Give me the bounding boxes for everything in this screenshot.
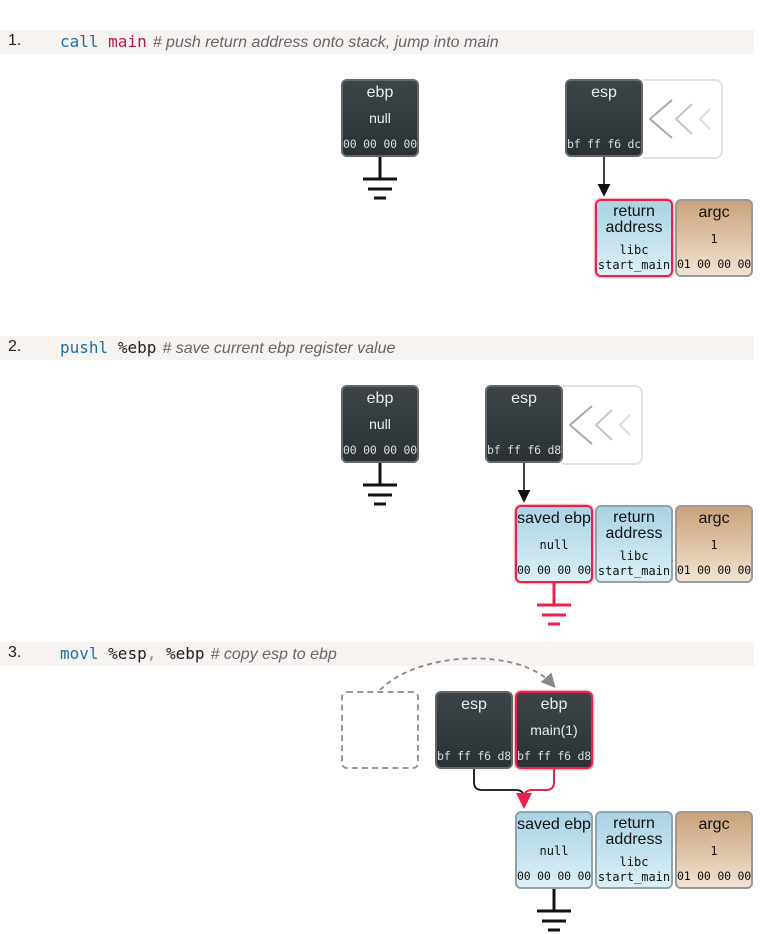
slot-value: 1 — [710, 844, 718, 858]
step-3-instruction-bar: 3. movl %esp, %ebp # copy esp to ebp — [0, 642, 754, 666]
ebp-register: ebp null 00 00 00 00 — [341, 79, 419, 157]
register-value: main(1) — [530, 722, 578, 738]
register-name: esp — [461, 696, 487, 713]
ground-icon — [363, 463, 397, 506]
esp-register: esp bf ff f6 d8 — [485, 385, 563, 463]
instruction-operand-dest: %ebp — [165, 644, 205, 663]
instruction-comment: # save current ebp register value — [162, 340, 396, 357]
register-name: esp — [591, 84, 617, 101]
register-name: ebp — [366, 390, 394, 407]
left-chevrons-icon — [648, 99, 711, 139]
esp-previous-position — [643, 79, 723, 159]
copy-arrow — [379, 657, 556, 691]
instruction-operand: %ebp — [117, 338, 157, 357]
slot-value: 1 — [710, 232, 718, 246]
register-name: esp — [511, 390, 537, 407]
slot-title: argc — [698, 816, 730, 833]
register-bytes: 00 00 00 00 — [343, 137, 417, 151]
step-number: 2. — [8, 338, 22, 355]
slot-title: saved ebp — [517, 510, 591, 527]
slot-value: null — [539, 844, 569, 858]
step-1-instruction-bar: 1. call main # push return address onto s… — [0, 30, 754, 54]
esp-pointer-arrow — [473, 769, 532, 809]
ebp-register: ebp main(1) bf ff f6 d8 — [515, 691, 593, 769]
slot-bytes: 01 00 00 00 — [677, 869, 751, 883]
slot-title: argc — [698, 204, 730, 221]
slot-value: null — [539, 538, 569, 552]
slot-title: return address — [605, 509, 663, 542]
instruction-mnemonic: movl — [60, 644, 99, 663]
slot-value: libc — [619, 549, 649, 563]
register-bytes: bf ff f6 d8 — [487, 443, 561, 457]
slot-value: libc — [619, 243, 649, 257]
esp-previous-position — [563, 385, 643, 465]
step-2-instruction-bar: 2. pushl %ebp # save current ebp register… — [0, 336, 754, 360]
slot-bytes: 00 00 00 00 — [517, 563, 591, 577]
instruction-operand: main — [108, 32, 147, 51]
step-code: call main # push return address onto stac… — [60, 32, 499, 52]
esp-register: esp bf ff f6 dc — [565, 79, 643, 157]
step-number: 1. — [8, 32, 22, 49]
slot-title: saved ebp — [517, 816, 591, 833]
ebp-register: ebp null 00 00 00 00 — [341, 385, 419, 463]
stack-slot-argc: argc 1 01 00 00 00 — [675, 199, 753, 277]
instruction-mnemonic: call — [60, 32, 99, 51]
step-number: 3. — [8, 644, 22, 661]
register-value: null — [369, 416, 391, 432]
ebp-previous-position — [341, 691, 419, 769]
stack-slot-saved-ebp: saved ebp null 00 00 00 00 — [515, 505, 593, 583]
slot-title: return address — [605, 203, 663, 236]
operand-separator: , — [146, 644, 157, 663]
instruction-comment: # push return address onto stack, jump i… — [152, 34, 499, 51]
ebp-pointer-arrow — [516, 769, 555, 809]
instruction-operand-source: %esp — [108, 644, 147, 663]
slot-value: libc — [619, 855, 649, 869]
slot-bytes: 00 00 00 00 — [517, 869, 591, 883]
register-name: ebp — [540, 696, 568, 713]
stack-slot-return-address: return address libc start_main — [595, 199, 673, 277]
stack-slot-argc: argc 1 01 00 00 00 — [675, 811, 753, 889]
slot-value-line2: start_main — [597, 258, 671, 272]
ground-icon — [537, 889, 571, 932]
stack-slot-saved-ebp: saved ebp null 00 00 00 00 — [515, 811, 593, 889]
step-code: movl %esp, %ebp # copy esp to ebp — [60, 644, 337, 664]
stack-slot-return-address: return address libc start_main — [595, 811, 673, 889]
esp-register: esp bf ff f6 d8 — [435, 691, 513, 769]
register-value: null — [369, 110, 391, 126]
ground-icon — [363, 157, 397, 200]
slot-title: return address — [605, 815, 663, 848]
left-chevrons-icon — [568, 405, 631, 445]
instruction-mnemonic: pushl — [60, 338, 109, 357]
register-bytes: bf ff f6 d8 — [517, 749, 591, 763]
step-code: pushl %ebp # save current ebp register va… — [60, 338, 395, 358]
register-bytes: 00 00 00 00 — [343, 443, 417, 457]
register-bytes: bf ff f6 dc — [567, 137, 641, 151]
slot-value-line2: start_main — [597, 564, 671, 578]
slot-value: 1 — [710, 538, 718, 552]
slot-value-line2: start_main — [597, 870, 671, 884]
register-bytes: bf ff f6 d8 — [437, 749, 511, 763]
instruction-comment: # copy esp to ebp — [210, 646, 337, 663]
stack-slot-return-address: return address libc start_main — [595, 505, 673, 583]
stack-slot-argc: argc 1 01 00 00 00 — [675, 505, 753, 583]
ground-icon — [537, 583, 571, 626]
register-name: ebp — [366, 84, 394, 101]
slot-bytes: 01 00 00 00 — [677, 563, 751, 577]
slot-bytes: 01 00 00 00 — [677, 257, 751, 271]
slot-title: argc — [698, 510, 730, 527]
